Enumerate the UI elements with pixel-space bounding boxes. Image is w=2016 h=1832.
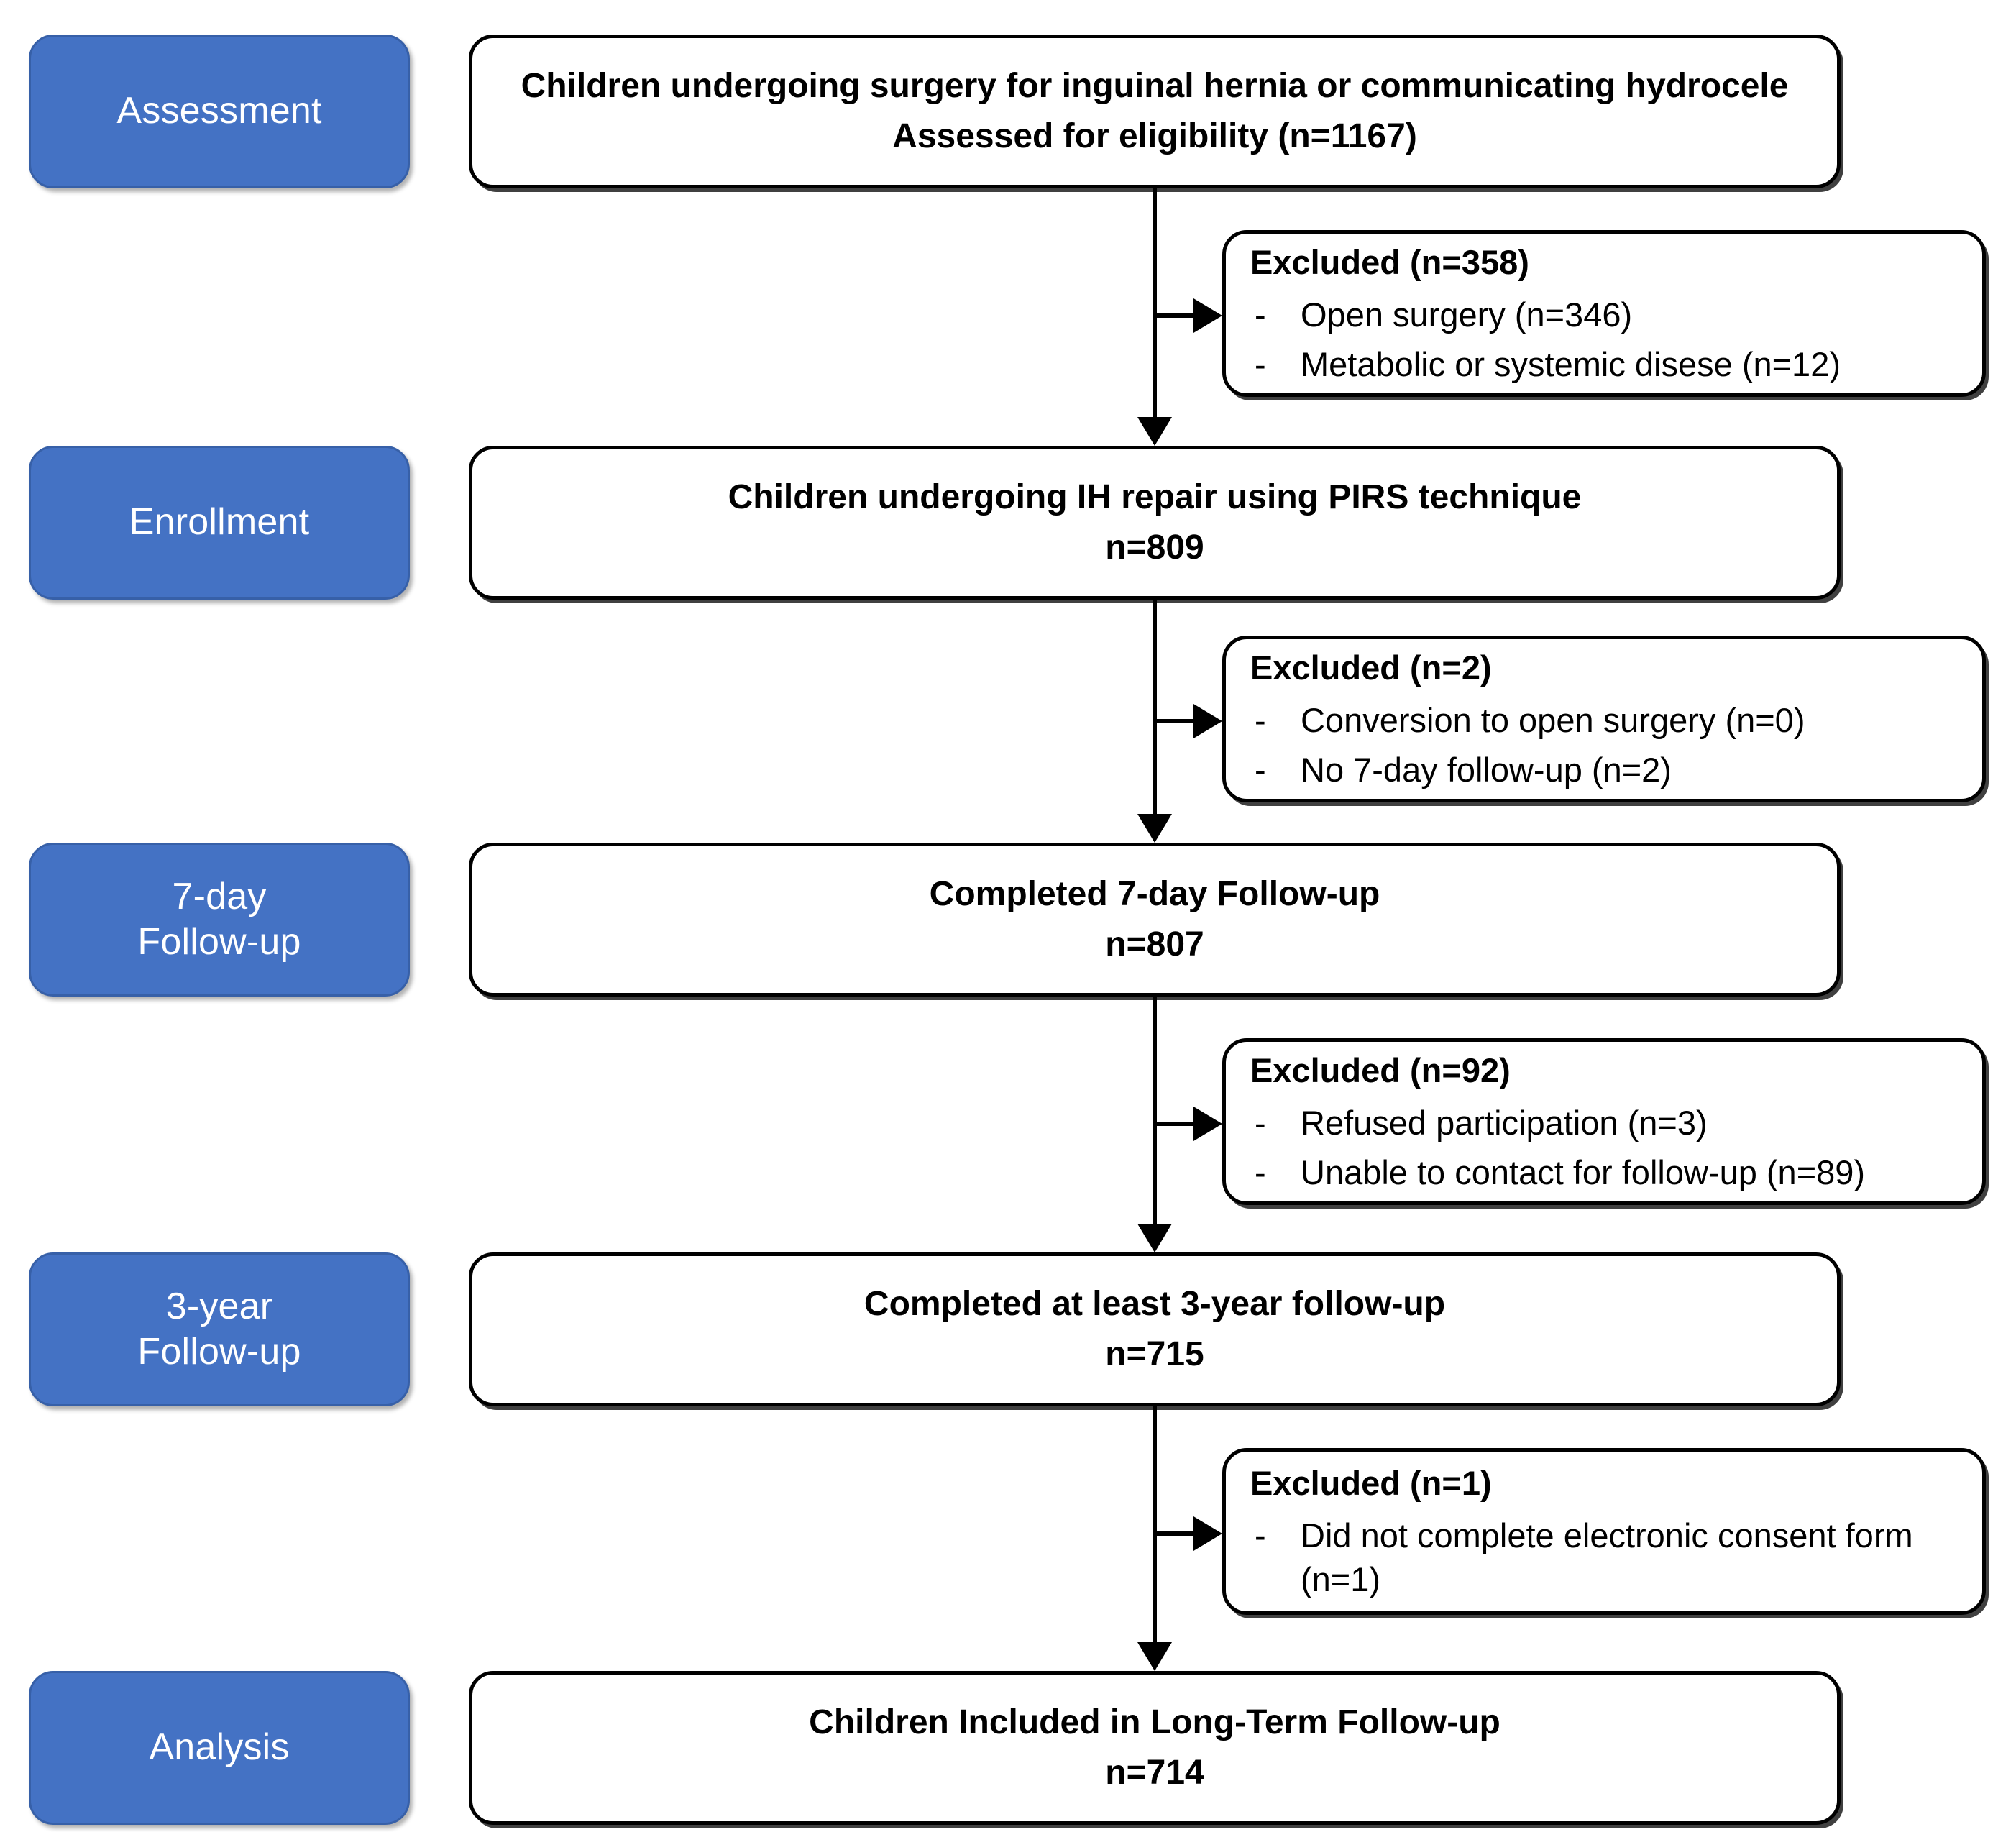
bullet-dash-icon: - bbox=[1255, 345, 1266, 384]
main-box-line: n=714 bbox=[1105, 1754, 1204, 1792]
stage-label-followup-3year: 3-year Follow-up bbox=[29, 1252, 410, 1406]
exclusion-reason-text: Unable to contact for follow-up (n=89) bbox=[1301, 1153, 1866, 1192]
main-box-line: Completed at least 3-year follow-up bbox=[863, 1284, 1446, 1323]
connector-arrow-enrolled-to-7day bbox=[1137, 814, 1172, 843]
exclusion-reason-list: - Open surgery (n=346) - Metabolic or sy… bbox=[1250, 293, 1958, 386]
exclusion-reason-list: - Conversion to open surgery (n=0) - No … bbox=[1250, 698, 1958, 792]
main-box-completed-7day: Completed 7-day Follow-up n=807 bbox=[469, 843, 1841, 997]
stage-label-analysis: Analysis bbox=[29, 1671, 410, 1825]
stage-label-line: Follow-up bbox=[137, 921, 301, 963]
stage-label-followup-7day: 7-day Follow-up bbox=[29, 843, 410, 997]
exclusion-title: Excluded (n=2) bbox=[1250, 648, 1492, 687]
main-box-included-analysis: Children Included in Long-Term Follow-up… bbox=[469, 1671, 1841, 1825]
bullet-dash-icon: - bbox=[1255, 1153, 1266, 1192]
exclusion-reason-item: - Refused participation (n=3) bbox=[1250, 1101, 1958, 1145]
exclusion-box-2: Excluded (n=2) - Conversion to open surg… bbox=[1222, 636, 1986, 802]
branch-line-excluded-4 bbox=[1153, 1531, 1196, 1536]
main-box-completed-3year: Completed at least 3-year follow-up n=71… bbox=[469, 1252, 1841, 1406]
exclusion-reason-text: Open surgery (n=346) bbox=[1301, 295, 1633, 334]
exclusion-reason-list: - Refused participation (n=3) - Unable t… bbox=[1250, 1101, 1958, 1194]
main-box-line: Completed 7-day Follow-up bbox=[929, 874, 1380, 913]
bullet-dash-icon: - bbox=[1255, 700, 1266, 739]
main-box-line: n=715 bbox=[1105, 1335, 1204, 1373]
main-box-line: Assessed for eligibility (n=1167) bbox=[892, 117, 1417, 155]
exclusion-reason-list: - Did not complete electronic consent fo… bbox=[1250, 1513, 1958, 1601]
bullet-dash-icon: - bbox=[1255, 1103, 1266, 1142]
stage-label-line: Enrollment bbox=[129, 501, 310, 544]
branch-line-excluded-2 bbox=[1153, 719, 1196, 723]
exclusion-reason-item: - Did not complete electronic consent fo… bbox=[1250, 1513, 1958, 1601]
stage-label-line: 3-year bbox=[165, 1285, 273, 1327]
exclusion-reason-item: - No 7-day follow-up (n=2) bbox=[1250, 748, 1958, 792]
connector-arrow-3year-to-analysis bbox=[1137, 1642, 1172, 1671]
bullet-dash-icon: - bbox=[1255, 751, 1266, 789]
exclusion-title: Excluded (n=358) bbox=[1250, 242, 1529, 281]
exclusion-title: Excluded (n=92) bbox=[1250, 1050, 1511, 1089]
connector-line-3year-to-analysis bbox=[1153, 1406, 1157, 1644]
stage-label-line: Analysis bbox=[149, 1726, 290, 1769]
connector-line-7day-to-3year bbox=[1153, 997, 1157, 1225]
exclusion-box-1: Excluded (n=358) - Open surgery (n=346) … bbox=[1222, 230, 1986, 397]
branch-line-excluded-1 bbox=[1153, 313, 1196, 318]
exclusion-reason-item: - Metabolic or systemic disese (n=12) bbox=[1250, 342, 1958, 386]
main-box-line: n=807 bbox=[1105, 925, 1204, 963]
exclusion-box-4: Excluded (n=1) - Did not complete electr… bbox=[1222, 1448, 1986, 1615]
exclusion-reason-item: - Conversion to open surgery (n=0) bbox=[1250, 698, 1958, 742]
exclusion-reason-text: Refused participation (n=3) bbox=[1301, 1103, 1708, 1142]
stage-label-line: Follow-up bbox=[137, 1331, 301, 1373]
main-box-line: n=809 bbox=[1105, 528, 1204, 567]
exclusion-reason-item: - Open surgery (n=346) bbox=[1250, 293, 1958, 336]
exclusion-reason-text: Conversion to open surgery (n=0) bbox=[1301, 700, 1805, 739]
branch-arrow-excluded-1 bbox=[1193, 298, 1222, 333]
connector-line-enrolled-to-7day bbox=[1153, 600, 1157, 815]
connector-arrow-assessed-to-enrolled bbox=[1137, 417, 1172, 446]
main-box-enrolled: Children undergoing IH repair using PIRS… bbox=[469, 446, 1841, 600]
stage-label-assessment: Assessment bbox=[29, 35, 410, 188]
bullet-dash-icon: - bbox=[1255, 295, 1266, 334]
exclusion-reason-item: - Unable to contact for follow-up (n=89) bbox=[1250, 1150, 1958, 1194]
connector-line-assessed-to-enrolled bbox=[1153, 188, 1157, 418]
connector-arrow-7day-to-3year bbox=[1137, 1224, 1172, 1252]
stage-label-enrollment: Enrollment bbox=[29, 446, 410, 600]
stage-label-line: 7-day bbox=[172, 875, 267, 917]
main-box-assessed: Children undergoing surgery for inguinal… bbox=[469, 35, 1841, 188]
branch-line-excluded-3 bbox=[1153, 1122, 1196, 1126]
stage-label-line: Assessment bbox=[116, 90, 322, 132]
exclusion-reason-text: Did not complete electronic consent form… bbox=[1301, 1516, 1913, 1599]
branch-arrow-excluded-3 bbox=[1193, 1107, 1222, 1141]
main-box-line: Children undergoing IH repair using PIRS… bbox=[728, 477, 1582, 516]
main-box-line: Children undergoing surgery for inguinal… bbox=[521, 66, 1789, 105]
exclusion-reason-text: Metabolic or systemic disese (n=12) bbox=[1301, 345, 1841, 384]
branch-arrow-excluded-4 bbox=[1193, 1516, 1222, 1551]
bullet-dash-icon: - bbox=[1255, 1516, 1266, 1554]
branch-arrow-excluded-2 bbox=[1193, 704, 1222, 738]
exclusion-box-3: Excluded (n=92) - Refused participation … bbox=[1222, 1038, 1986, 1205]
exclusion-reason-text: No 7-day follow-up (n=2) bbox=[1301, 751, 1672, 789]
main-box-line: Children Included in Long-Term Follow-up bbox=[809, 1703, 1500, 1741]
exclusion-title: Excluded (n=1) bbox=[1250, 1463, 1492, 1502]
